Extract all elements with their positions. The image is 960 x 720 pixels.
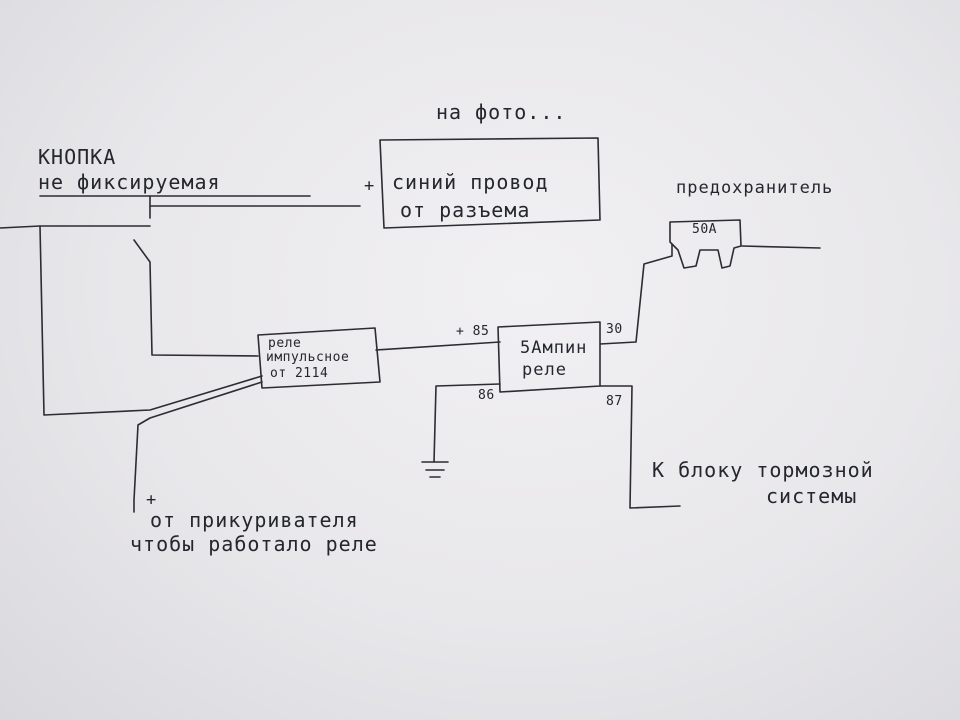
button-contact: [133, 195, 259, 357]
pin-86-label: 86: [478, 388, 495, 403]
blue-wire-line2: от разъема: [400, 198, 531, 222]
wire-to-85: [375, 341, 501, 351]
pin-87-label: 87: [606, 394, 623, 409]
brake-label-line1: К блоку тормозной: [652, 458, 874, 482]
wire-87-brake: [599, 385, 681, 509]
wire-top-bus: [0, 225, 151, 229]
wire-lighter: [133, 381, 263, 513]
impulse-relay-line3: от 2114: [270, 366, 329, 381]
plus-sign-lighter: +: [146, 490, 158, 510]
main-relay-line1: 5Ампин: [520, 338, 588, 358]
main-relay-line2: реле: [522, 360, 567, 380]
brake-label-line2: системы: [766, 484, 858, 508]
impulse-relay-box: [257, 327, 381, 389]
fuse-box: [669, 219, 742, 269]
fuse-rating: 50А: [692, 222, 717, 237]
button-label-line2: не фиксируемая: [38, 170, 221, 194]
blue-wire-line1: синий провод: [392, 170, 549, 194]
pin-85-label: + 85: [456, 324, 490, 339]
wire-30-fuse: [599, 243, 673, 345]
lighter-label-line2: чтобы работало реле: [130, 532, 378, 556]
photo-note: на фото...: [436, 100, 567, 124]
pin-30-label: 30: [606, 322, 623, 337]
blue-wire-box: [379, 137, 601, 229]
wire-86-ground: [433, 383, 501, 463]
button-label-line1: КНОПКА: [38, 145, 117, 169]
impulse-relay-line1: реле: [268, 336, 302, 351]
plus-sign-blue-wire: +: [364, 176, 376, 196]
fuse-label: предохранитель: [676, 178, 834, 198]
impulse-relay-line2: импульсное: [266, 350, 350, 365]
wire-left-loop: [39, 225, 263, 416]
ground-symbol: [421, 461, 449, 478]
lighter-label-line1: от прикуривателя: [150, 508, 359, 532]
wire-fuse-out: [741, 245, 821, 249]
